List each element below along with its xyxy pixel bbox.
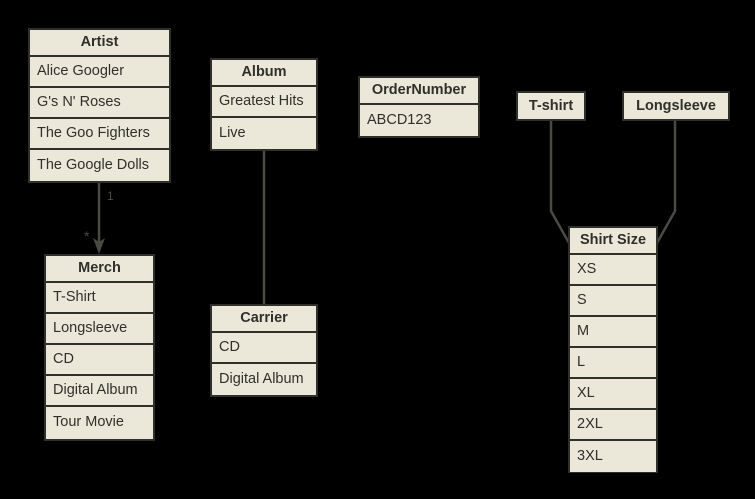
entity-shirt-size-row[interactable]: 3XL: [570, 441, 656, 472]
entity-shirt-size-header: Shirt Size: [570, 228, 656, 255]
entity-tshirt[interactable]: T-shirt: [516, 91, 586, 121]
entity-artist-row[interactable]: The Google Dolls: [30, 150, 169, 181]
entity-carrier-header: Carrier: [212, 306, 316, 333]
entity-shirt-size-row[interactable]: XL: [570, 379, 656, 410]
entity-shirt-size-row[interactable]: XS: [570, 255, 656, 286]
entity-album[interactable]: Album Greatest Hits Live: [210, 58, 318, 151]
entity-shirt-size[interactable]: Shirt Size XS S M L XL 2XL 3XL: [568, 226, 658, 473]
entity-merch-header: Merch: [46, 256, 153, 283]
entity-artist-row[interactable]: Alice Googler: [30, 57, 169, 88]
entity-artist-row[interactable]: G's N' Roses: [30, 88, 169, 119]
entity-artist-row[interactable]: The Goo Fighters: [30, 119, 169, 150]
arrowhead-artist-merch: [93, 238, 105, 254]
entity-album-row[interactable]: Greatest Hits: [212, 87, 316, 118]
entity-carrier[interactable]: Carrier CD Digital Album: [210, 304, 318, 397]
entity-carrier-row[interactable]: CD: [212, 333, 316, 364]
entity-longsleeve-header: Longsleeve: [624, 93, 728, 119]
edge-label-one: 1: [107, 189, 114, 203]
entity-carrier-row[interactable]: Digital Album: [212, 364, 316, 395]
entity-shirt-size-row[interactable]: M: [570, 317, 656, 348]
entity-tshirt-header: T-shirt: [518, 93, 584, 119]
entity-order-number[interactable]: OrderNumber ABCD123: [358, 76, 480, 138]
entity-longsleeve[interactable]: Longsleeve: [622, 91, 730, 121]
entity-merch-row[interactable]: Longsleeve: [46, 314, 153, 345]
entity-album-row[interactable]: Live: [212, 118, 316, 149]
entity-shirt-size-row[interactable]: L: [570, 348, 656, 379]
entity-merch-row[interactable]: CD: [46, 345, 153, 376]
entity-merch-row[interactable]: Digital Album: [46, 376, 153, 407]
entity-order-number-row[interactable]: ABCD123: [360, 105, 478, 136]
entity-merch-row[interactable]: Tour Movie: [46, 407, 153, 438]
entity-artist-header: Artist: [30, 30, 169, 57]
entity-merch[interactable]: Merch T-Shirt Longsleeve CD Digital Albu…: [44, 254, 155, 441]
entity-shirt-size-row[interactable]: S: [570, 286, 656, 317]
entity-order-number-header: OrderNumber: [360, 78, 478, 105]
entity-shirt-size-row[interactable]: 2XL: [570, 410, 656, 441]
entity-artist[interactable]: Artist Alice Googler G's N' Roses The Go…: [28, 28, 171, 183]
entity-album-header: Album: [212, 60, 316, 87]
edge-label-many: *: [84, 228, 90, 244]
entity-merch-row[interactable]: T-Shirt: [46, 283, 153, 314]
